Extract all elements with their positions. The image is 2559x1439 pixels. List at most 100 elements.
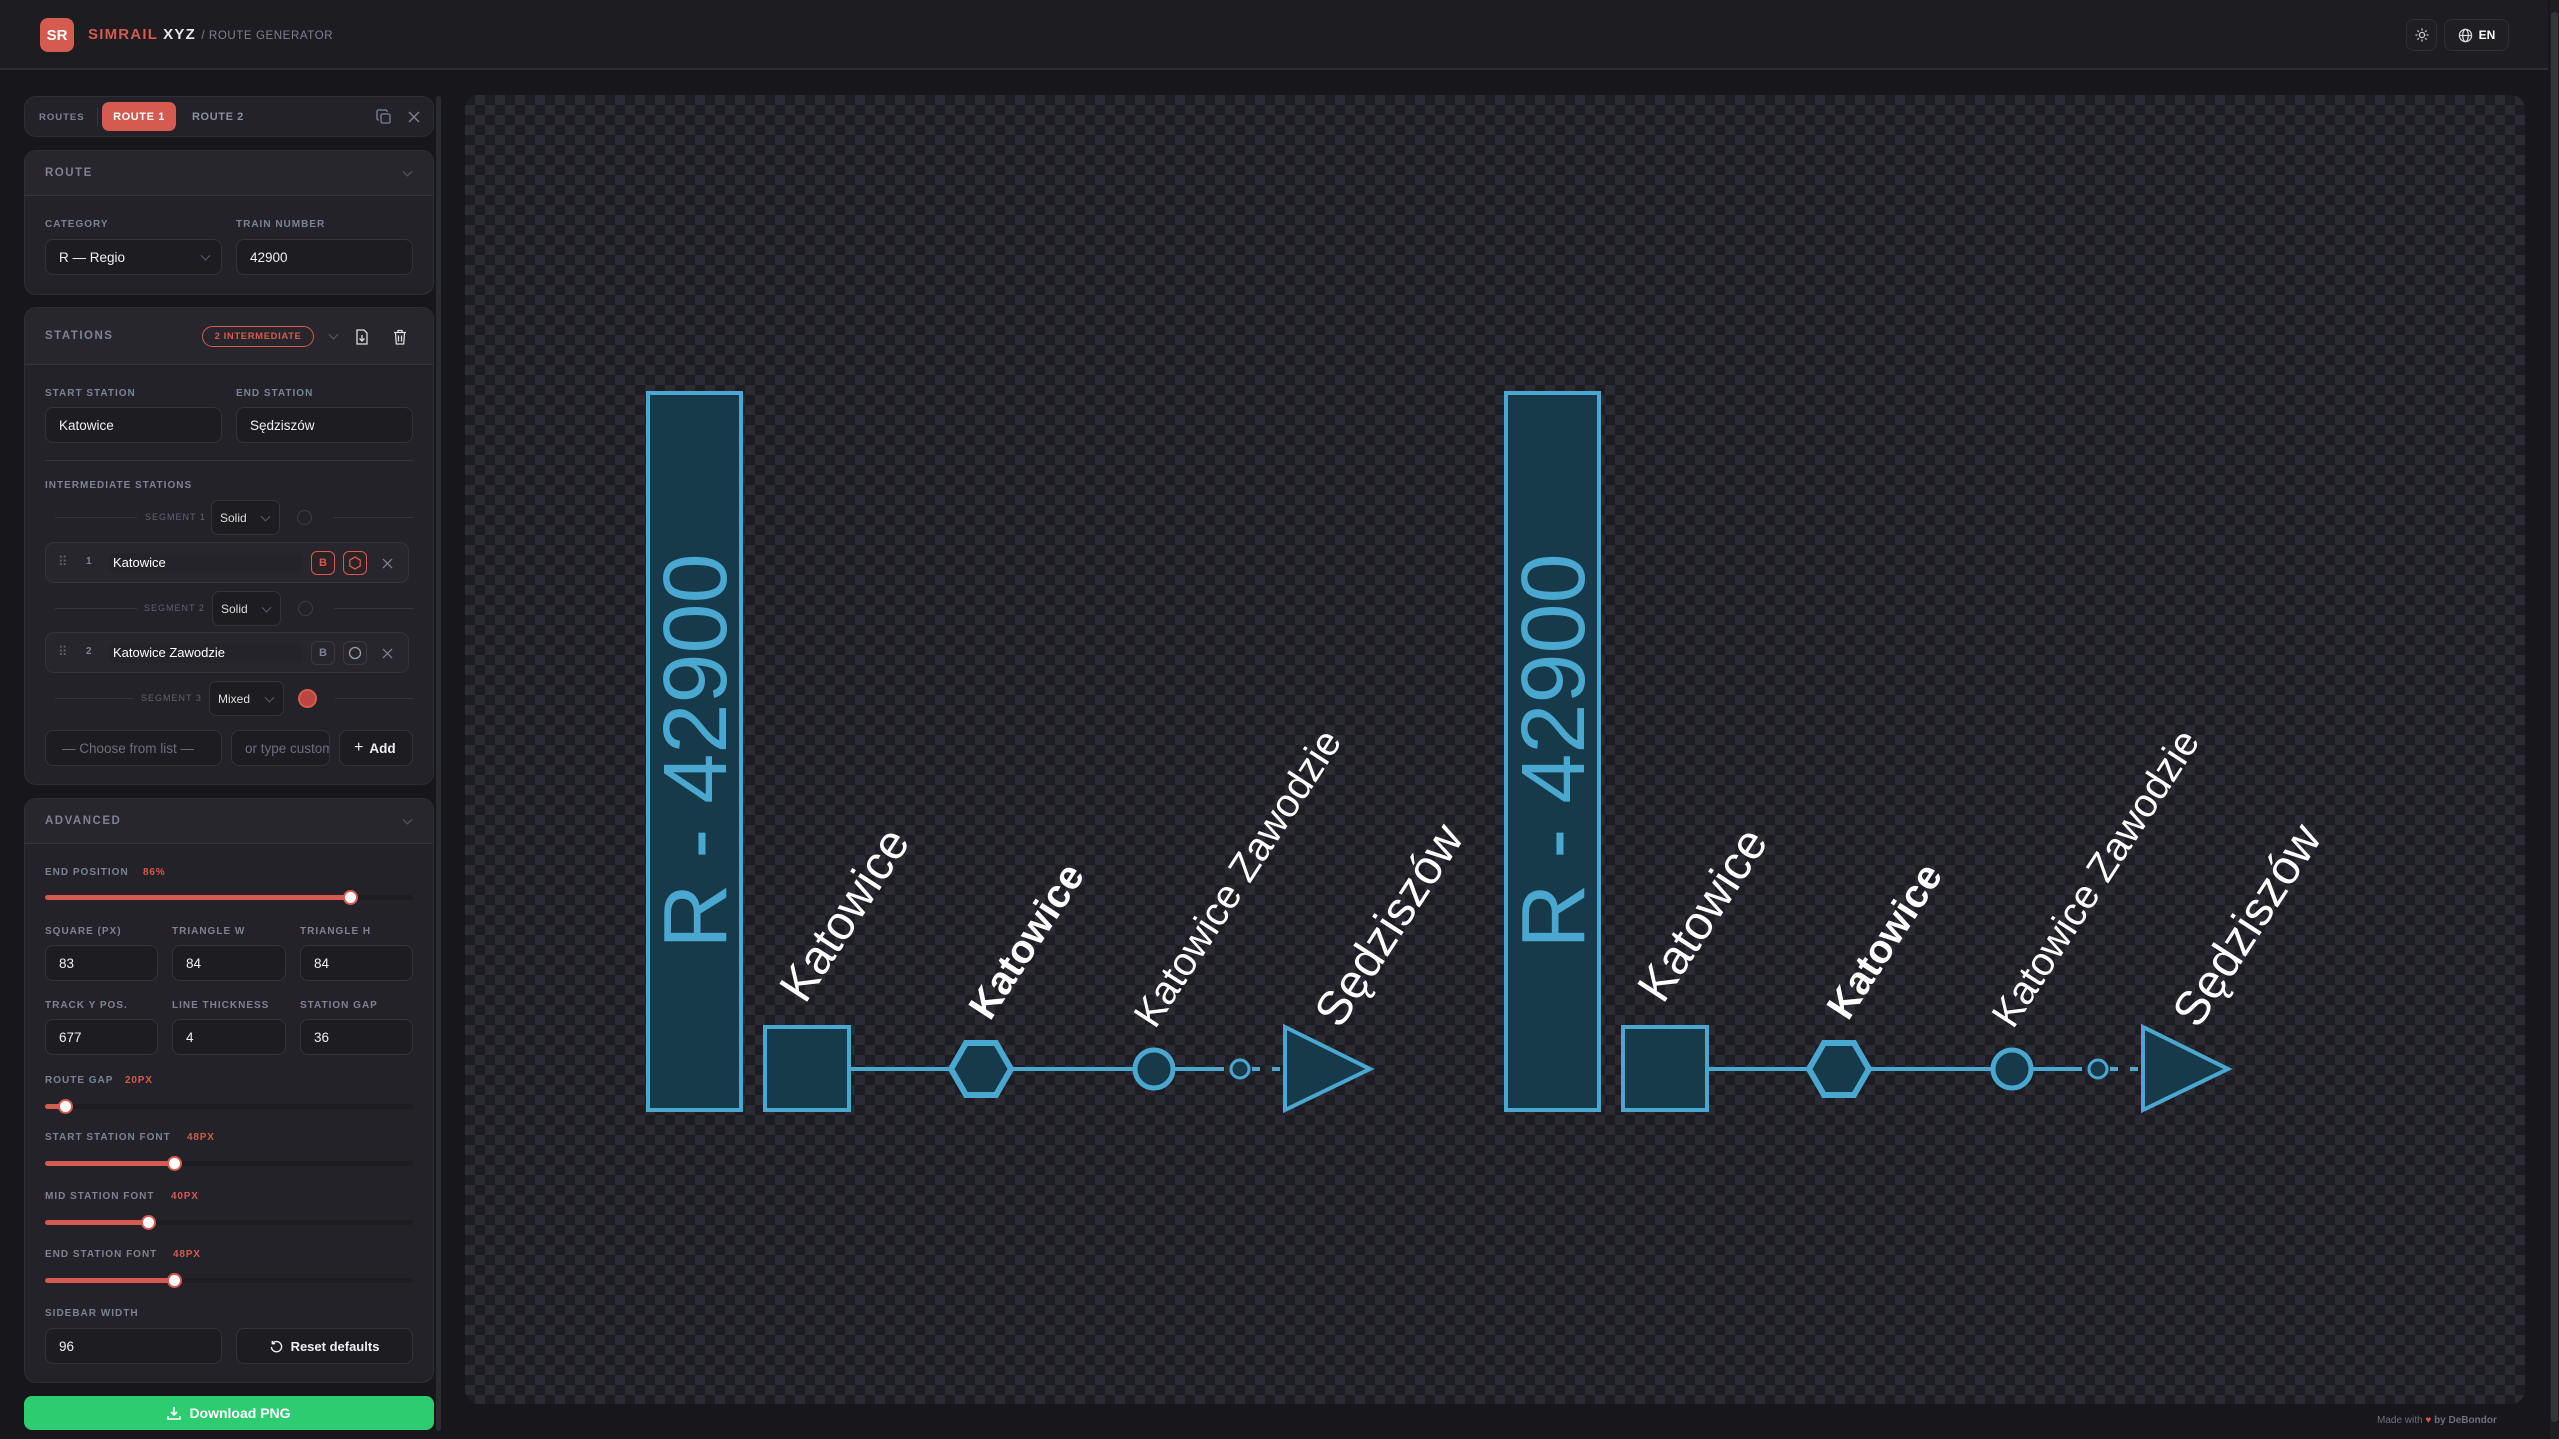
square-size-input[interactable]: 83 <box>45 945 158 981</box>
stations-section-header[interactable]: STATIONS 2 INTERMEDIATE <box>25 308 433 365</box>
train-number-input[interactable]: 42900 <box>236 239 413 275</box>
segment-row: SEGMENT 2 Solid <box>45 591 413 626</box>
segment-row: SEGMENT 3 Mixed <box>45 681 413 716</box>
drag-handle-icon[interactable]: ⠿ <box>58 644 68 659</box>
start-station-square <box>1621 1025 1709 1112</box>
remove-station-icon[interactable] <box>382 558 393 569</box>
route-section: ROUTE CATEGORY R — Regio TRAIN NUMBER 42… <box>24 150 434 295</box>
intermediate-station-row: ⠿ 2 Katowice Zawodzie B <box>45 632 409 673</box>
divider <box>45 460 413 461</box>
segment-row: SEGMENT 1 Solid <box>45 500 413 535</box>
mid-station-label: Katowice <box>961 856 1094 1027</box>
route-number-label: R - 42900 <box>646 553 746 948</box>
sidebar-width-input[interactable]: 96 <box>45 1328 222 1364</box>
plus-icon: + <box>354 739 364 756</box>
footer-credit: Made with ♥ by DeBondor <box>2377 1415 2497 1426</box>
route-number-label: R - 42900 <box>1504 553 1604 948</box>
stations-section: STATIONS 2 INTERMEDIATE START STATION Ka… <box>24 307 434 785</box>
copy-icon[interactable] <box>376 109 392 125</box>
triangle-width-input[interactable]: 84 <box>172 945 286 981</box>
route-number-box <box>1504 391 1601 1112</box>
triangle-height-input[interactable]: 84 <box>300 945 413 981</box>
start-font-slider[interactable] <box>45 1156 413 1171</box>
download-png-button[interactable]: Download PNG <box>24 1396 434 1430</box>
hexagon-icon <box>349 556 361 570</box>
route-section-header[interactable]: ROUTE <box>25 151 433 196</box>
start-station-square <box>763 1025 851 1112</box>
advanced-section: ADVANCED END POSITION 86% SQUARE (PX) TR… <box>24 798 434 1383</box>
end-station-triangle <box>2141 1023 2233 1114</box>
choose-station-select[interactable]: — Choose from list — <box>45 730 222 766</box>
slider-thumb[interactable] <box>58 1099 74 1114</box>
segment-style-select[interactable]: Solid <box>212 591 281 626</box>
slider-thumb[interactable] <box>166 1156 182 1171</box>
routes-tab-bar: ROUTES ROUTE 1 ROUTE 2 <box>24 96 434 137</box>
end-station-input[interactable]: Sędziszów <box>236 407 413 443</box>
slider-thumb[interactable] <box>343 890 359 905</box>
segment-marker-toggle[interactable] <box>298 601 313 616</box>
tab-route-2[interactable]: ROUTE 2 <box>192 111 244 123</box>
route-gap-slider[interactable] <box>45 1099 413 1114</box>
reset-defaults-button[interactable]: Reset defaults <box>236 1328 413 1364</box>
end-station-label: Sędziszów <box>2163 814 2333 1036</box>
scrollbar-thumb[interactable] <box>2551 12 2558 1422</box>
remove-station-icon[interactable] <box>382 648 393 659</box>
advanced-section-header[interactable]: ADVANCED <box>25 799 433 844</box>
hexagon-station-marker <box>947 1040 1015 1098</box>
station-gap-input[interactable]: 36 <box>300 1019 413 1055</box>
end-position-slider[interactable] <box>45 890 413 905</box>
download-icon <box>167 1407 182 1420</box>
start-station-label: Katowice <box>1628 819 1779 1011</box>
track-y-input[interactable]: 677 <box>45 1019 158 1055</box>
route-number-box <box>646 391 743 1112</box>
intermediate-count-badge: 2 INTERMEDIATE <box>202 326 314 347</box>
trash-icon[interactable] <box>393 329 407 345</box>
divider <box>97 107 98 127</box>
station-name-input[interactable]: Katowice <box>109 553 303 573</box>
close-icon[interactable] <box>408 111 420 123</box>
station-name-input[interactable]: Katowice Zawodzie <box>109 643 303 663</box>
shape-toggle-button[interactable] <box>343 551 367 575</box>
segment-style-select[interactable]: Mixed <box>209 681 284 716</box>
segment-style-select[interactable]: Solid <box>211 500 280 535</box>
language-button[interactable]: EN <box>2444 19 2509 51</box>
chevron-down-icon <box>402 166 413 177</box>
circle-icon <box>348 646 362 660</box>
drag-handle-icon[interactable]: ⠿ <box>58 554 68 569</box>
end-font-slider[interactable] <box>45 1273 413 1288</box>
add-station-button[interactable]: +Add <box>339 730 413 766</box>
category-select[interactable]: R — Regio <box>45 239 222 275</box>
start-station-input[interactable]: Katowice <box>45 407 222 443</box>
segment-marker <box>2087 1058 2109 1080</box>
slider-thumb[interactable] <box>166 1273 182 1288</box>
hexagon-station-marker <box>1805 1040 1873 1098</box>
intermediate-station-row: ⠿ 1 Katowice B <box>45 542 409 583</box>
reset-icon <box>270 1340 282 1352</box>
shape-toggle-button[interactable] <box>343 641 367 665</box>
bold-toggle-button[interactable]: B <box>311 641 335 665</box>
segment-marker-toggle[interactable] <box>297 510 312 525</box>
sidebar-scrollbar[interactable] <box>436 96 441 1431</box>
bold-toggle-button[interactable]: B <box>311 551 335 575</box>
tab-route-1[interactable]: ROUTE 1 <box>102 102 176 131</box>
line-thickness-input[interactable]: 4 <box>172 1019 286 1055</box>
segment-marker-toggle[interactable] <box>298 689 317 708</box>
custom-station-input[interactable]: or type custom <box>231 730 330 766</box>
page-scrollbar[interactable] <box>2550 0 2559 1439</box>
globe-icon <box>2458 28 2472 42</box>
slider-thumb[interactable] <box>141 1215 157 1230</box>
mid-font-slider[interactable] <box>45 1215 413 1230</box>
circle-station-marker <box>1990 1047 2034 1091</box>
sun-icon <box>2415 28 2428 42</box>
chevron-down-icon[interactable] <box>328 329 339 340</box>
logo: SR <box>40 18 74 52</box>
circle-station-marker <box>1132 1047 1176 1091</box>
start-station-label: Katowice <box>770 819 921 1011</box>
import-file-icon[interactable] <box>355 329 369 345</box>
theme-toggle-button[interactable] <box>2406 19 2437 51</box>
end-station-label: Sędziszów <box>1305 814 1475 1036</box>
